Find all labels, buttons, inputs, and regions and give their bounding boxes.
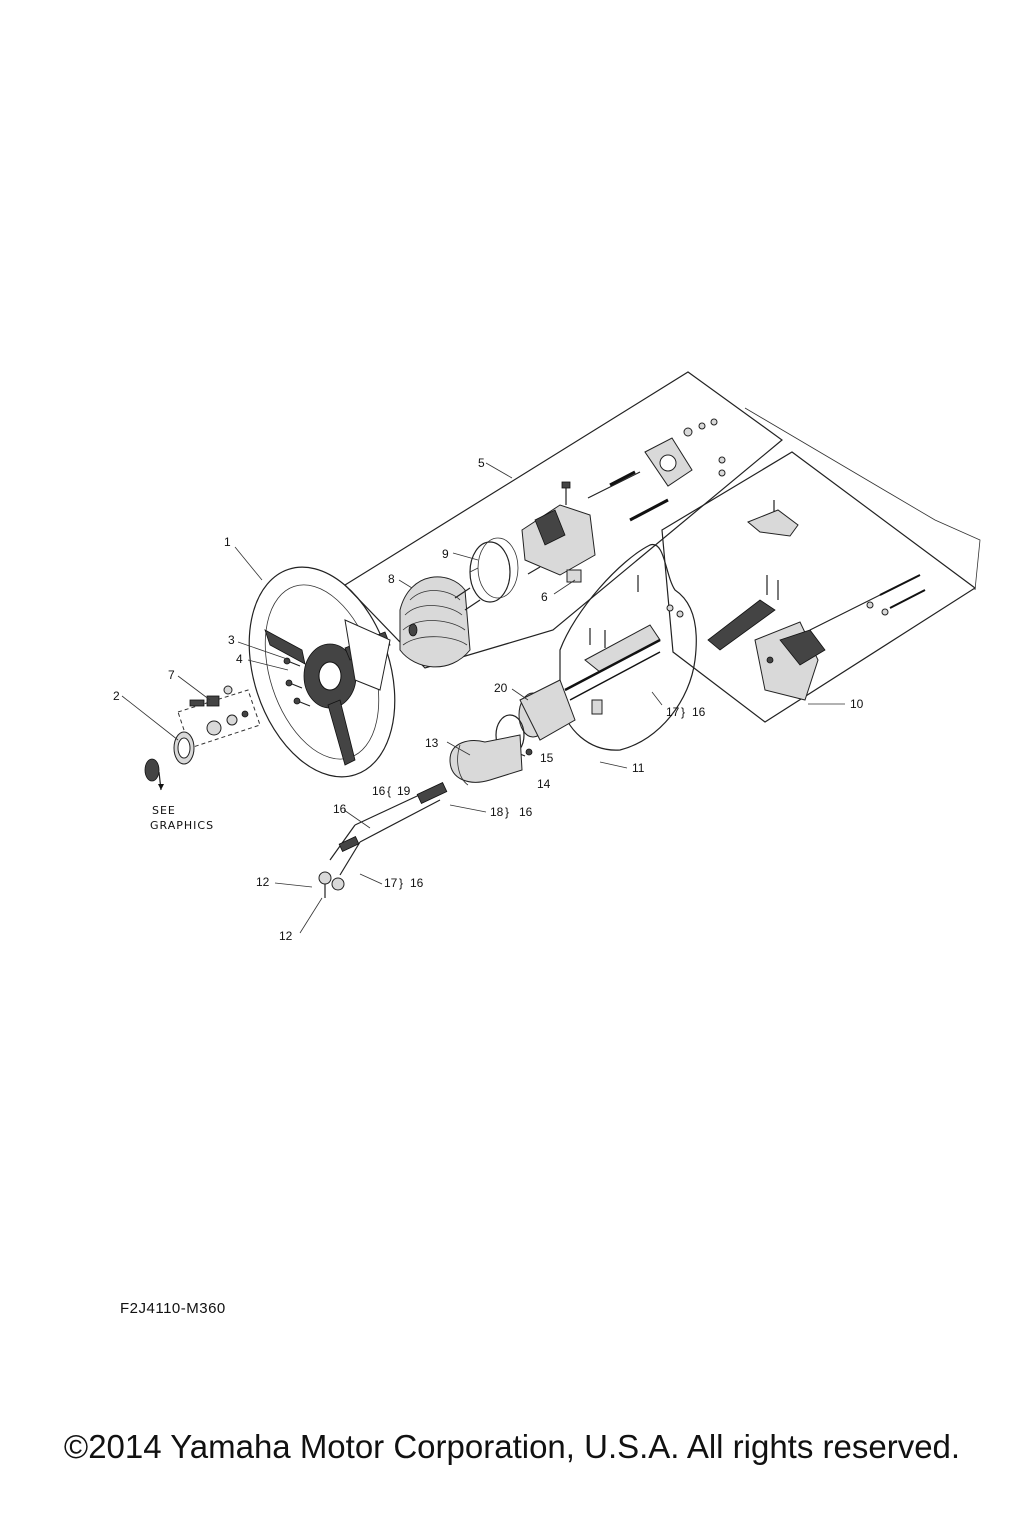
cable-assembly: [318, 734, 523, 898]
callout-4: 4: [236, 652, 243, 666]
callout-14: 14: [537, 777, 551, 791]
callout-17b-16: 16: [410, 876, 424, 890]
leader-lines: [121, 462, 845, 934]
panel-outline-11: [559, 544, 697, 751]
cable-grommet: [495, 679, 576, 757]
callout-1: 1: [224, 535, 231, 549]
hub-bolts: [283, 657, 311, 707]
callout-19: 19: [397, 784, 411, 798]
bellows-boot: [399, 576, 471, 668]
callout-13: 13: [425, 736, 439, 750]
callout-brace-17a: }: [681, 705, 685, 719]
copyright-notice: ©2014 Yamaha Motor Corporation, U.S.A. A…: [63, 1428, 961, 1465]
callout-16: 16: [333, 802, 347, 816]
callout-12a: 12: [256, 875, 270, 889]
callout-brace-19: {: [387, 784, 391, 798]
see-graphics-note-line1: SEE: [152, 804, 176, 817]
callout-3: 3: [228, 633, 235, 647]
callout-18: 18: [490, 805, 504, 819]
callout-17a: 17: [666, 705, 680, 719]
callout-15: 15: [540, 751, 554, 765]
callout-5: 5: [478, 456, 485, 470]
collar-ring: [469, 537, 519, 603]
reference-line: [744, 407, 981, 591]
callout-9: 9: [442, 547, 449, 561]
mounting-bracket: [564, 575, 684, 715]
callout-8: 8: [388, 572, 395, 586]
callout-6: 6: [541, 590, 548, 604]
callout-2: 2: [113, 689, 120, 703]
callout-20: 20: [494, 681, 508, 695]
callout-7: 7: [168, 668, 175, 682]
callout-12b: 12: [279, 929, 293, 943]
callout-brace-17b: }: [399, 876, 403, 890]
callout-11: 11: [632, 761, 645, 775]
hub-cap: [144, 731, 195, 791]
callout-17b: 17: [384, 876, 398, 890]
callout-brace-18: }: [505, 805, 509, 819]
see-graphics-note-line2: GRAPHICS: [150, 819, 214, 832]
callout-16-19: 16: [372, 784, 386, 798]
steering-wheel: [248, 566, 396, 778]
drawing-code: F2J4110-M360: [120, 1300, 226, 1317]
callout-10: 10: [850, 697, 864, 711]
callout-18-16: 16: [519, 805, 533, 819]
throttle-unit: [707, 500, 926, 701]
group-box-10: [661, 451, 977, 723]
helm-unit: [454, 418, 726, 611]
callout-17a-16: 16: [692, 705, 706, 719]
